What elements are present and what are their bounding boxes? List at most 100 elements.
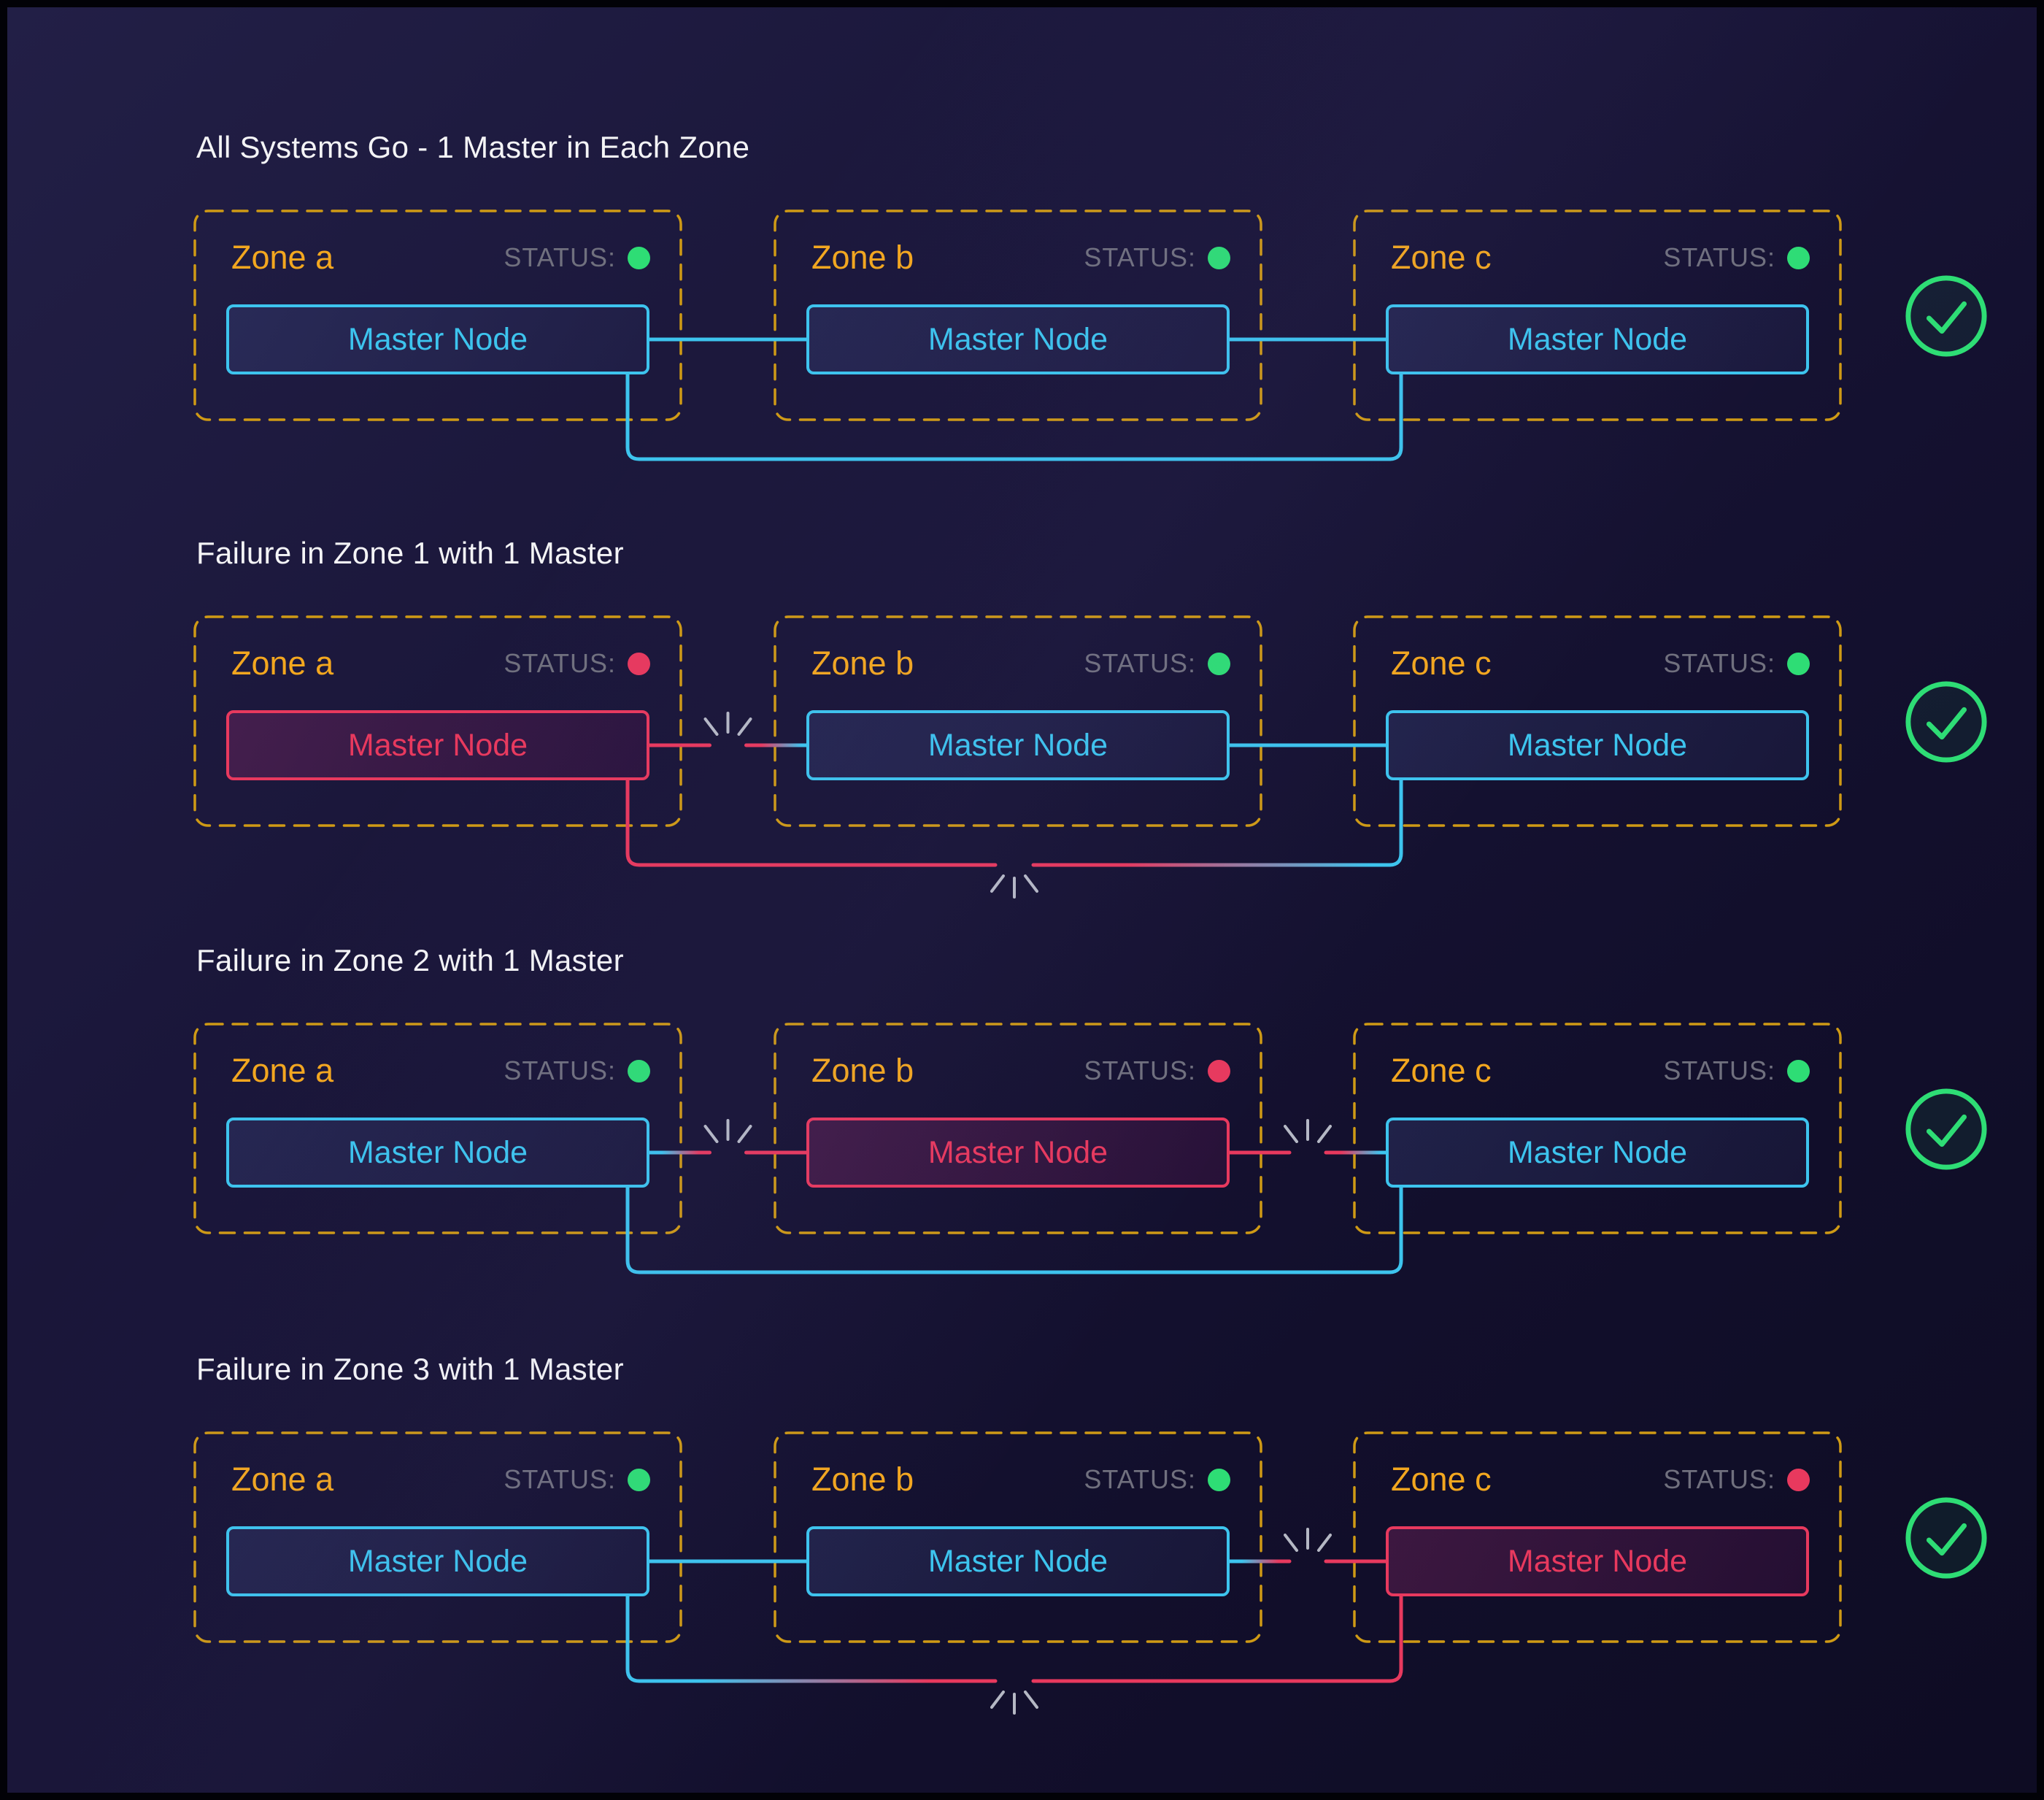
zone-dashed-border bbox=[1353, 1023, 1842, 1234]
zone-header: Zone a STATUS: bbox=[231, 645, 650, 682]
zone-header: Zone a STATUS: bbox=[231, 1461, 650, 1499]
check-circle-icon bbox=[1903, 679, 1989, 765]
zone-label: Zone b bbox=[811, 1052, 914, 1089]
scenario-title: All Systems Go - 1 Master in Each Zone bbox=[196, 130, 750, 164]
zone-header: Zone b STATUS: bbox=[811, 239, 1230, 277]
zone-box-b: Zone b STATUS: Master Node bbox=[774, 1023, 1262, 1234]
zone-status: STATUS: bbox=[1663, 648, 1810, 679]
zone-header: Zone c STATUS: bbox=[1391, 239, 1810, 277]
status-dot bbox=[1208, 246, 1230, 269]
scenario-diagram: Zone a STATUS: Master Node Zone b STATUS… bbox=[7, 615, 2044, 936]
zone-label: Zone b bbox=[811, 645, 914, 682]
master-node: Master Node bbox=[806, 304, 1230, 374]
zone-dashed-border bbox=[774, 1023, 1262, 1234]
status-dot bbox=[1208, 1468, 1230, 1491]
zone-box-c: Zone c STATUS: Master Node bbox=[1353, 209, 1842, 421]
zone-box-b: Zone b STATUS: Master Node bbox=[774, 1431, 1262, 1643]
status-dot bbox=[1787, 652, 1810, 675]
zone-box-a: Zone a STATUS: Master Node bbox=[193, 1023, 682, 1234]
scenario-diagram: Zone a STATUS: Master Node Zone b STATUS… bbox=[7, 209, 2044, 531]
zone-dashed-border bbox=[1353, 1431, 1842, 1643]
master-node: Master Node bbox=[806, 1118, 1230, 1188]
zone-status: STATUS: bbox=[504, 1055, 650, 1086]
spark-icon bbox=[990, 1691, 1038, 1715]
status-dot bbox=[1208, 652, 1230, 675]
zone-box-b: Zone b STATUS: Master Node bbox=[774, 209, 1262, 421]
scenario-title: Failure in Zone 1 with 1 Master bbox=[196, 536, 624, 570]
zone-status: STATUS: bbox=[1084, 648, 1230, 679]
spark-icon bbox=[990, 874, 1038, 899]
scenario-title: Failure in Zone 2 with 1 Master bbox=[196, 943, 624, 977]
zone-label: Zone c bbox=[1391, 1461, 1492, 1498]
status-label: STATUS: bbox=[1084, 242, 1196, 272]
status-dot bbox=[1787, 246, 1810, 269]
spark-icon bbox=[1284, 1528, 1332, 1552]
status-dot bbox=[628, 1059, 650, 1082]
zone-box-a: Zone a STATUS: Master Node bbox=[193, 209, 682, 421]
master-node: Master Node bbox=[226, 304, 649, 374]
scenario-title: Failure in Zone 3 with 1 Master bbox=[196, 1352, 624, 1386]
zone-label: Zone b bbox=[811, 239, 914, 276]
zone-status: STATUS: bbox=[1084, 242, 1230, 273]
scenario-row: Failure in Zone 2 with 1 Master Zone a S… bbox=[7, 943, 2044, 1346]
zone-status: STATUS: bbox=[1663, 242, 1810, 273]
spark-icon bbox=[1284, 1119, 1332, 1143]
zone-box-a: Zone a STATUS: Master Node bbox=[193, 615, 682, 827]
zone-header: Zone c STATUS: bbox=[1391, 1052, 1810, 1090]
zone-header: Zone a STATUS: bbox=[231, 239, 650, 277]
status-label: STATUS: bbox=[504, 242, 616, 272]
status-label: STATUS: bbox=[504, 1055, 616, 1085]
zone-status: STATUS: bbox=[504, 648, 650, 679]
zone-dashed-border bbox=[193, 1431, 682, 1643]
check-circle-icon bbox=[1903, 273, 1989, 359]
status-dot bbox=[628, 652, 650, 675]
check-circle-icon bbox=[1903, 1086, 1989, 1172]
zone-header: Zone b STATUS: bbox=[811, 645, 1230, 682]
zone-status: STATUS: bbox=[1084, 1055, 1230, 1086]
zone-box-c: Zone c STATUS: Master Node bbox=[1353, 1431, 1842, 1643]
zone-header: Zone b STATUS: bbox=[811, 1052, 1230, 1090]
master-node: Master Node bbox=[226, 1526, 649, 1596]
spark-icon bbox=[703, 712, 752, 736]
zone-dashed-border bbox=[774, 1431, 1262, 1643]
scenario-diagram: Zone a STATUS: Master Node Zone b STATUS… bbox=[7, 1431, 2044, 1753]
scenario-diagram: Zone a STATUS: Master Node Zone b STATUS… bbox=[7, 1023, 2044, 1344]
zone-label: Zone a bbox=[231, 645, 334, 682]
zone-status: STATUS: bbox=[1663, 1464, 1810, 1495]
scenario-row: All Systems Go - 1 Master in Each Zone Z… bbox=[7, 130, 2044, 533]
zone-status: STATUS: bbox=[1663, 1055, 1810, 1086]
zone-status: STATUS: bbox=[1084, 1464, 1230, 1495]
status-label: STATUS: bbox=[1084, 1055, 1196, 1085]
zone-label: Zone c bbox=[1391, 645, 1492, 682]
status-dot bbox=[1208, 1059, 1230, 1082]
status-label: STATUS: bbox=[1663, 1464, 1775, 1494]
zone-header: Zone c STATUS: bbox=[1391, 1461, 1810, 1499]
status-dot bbox=[1787, 1059, 1810, 1082]
zone-status: STATUS: bbox=[504, 242, 650, 273]
master-node: Master Node bbox=[226, 710, 649, 780]
zone-dashed-border bbox=[774, 209, 1262, 421]
status-label: STATUS: bbox=[1084, 648, 1196, 678]
zone-label: Zone a bbox=[231, 239, 334, 276]
zone-label: Zone a bbox=[231, 1052, 334, 1089]
status-dot bbox=[628, 1468, 650, 1491]
zone-label: Zone c bbox=[1391, 1052, 1492, 1089]
status-label: STATUS: bbox=[504, 1464, 616, 1494]
zone-box-b: Zone b STATUS: Master Node bbox=[774, 615, 1262, 827]
status-dot bbox=[1787, 1468, 1810, 1491]
zone-header: Zone b STATUS: bbox=[811, 1461, 1230, 1499]
zone-dashed-border bbox=[1353, 209, 1842, 421]
master-node: Master Node bbox=[1386, 710, 1809, 780]
scenario-row: Failure in Zone 3 with 1 Master Zone a S… bbox=[7, 1352, 2044, 1755]
master-node: Master Node bbox=[806, 710, 1230, 780]
zone-dashed-border bbox=[193, 615, 682, 827]
zone-dashed-border bbox=[1353, 615, 1842, 827]
status-label: STATUS: bbox=[504, 648, 616, 678]
zone-label: Zone c bbox=[1391, 239, 1492, 276]
scenario-row: Failure in Zone 1 with 1 Master Zone a S… bbox=[7, 536, 2044, 939]
zone-dashed-border bbox=[774, 615, 1262, 827]
zone-label: Zone a bbox=[231, 1461, 334, 1498]
zone-label: Zone b bbox=[811, 1461, 914, 1498]
master-node: Master Node bbox=[806, 1526, 1230, 1596]
